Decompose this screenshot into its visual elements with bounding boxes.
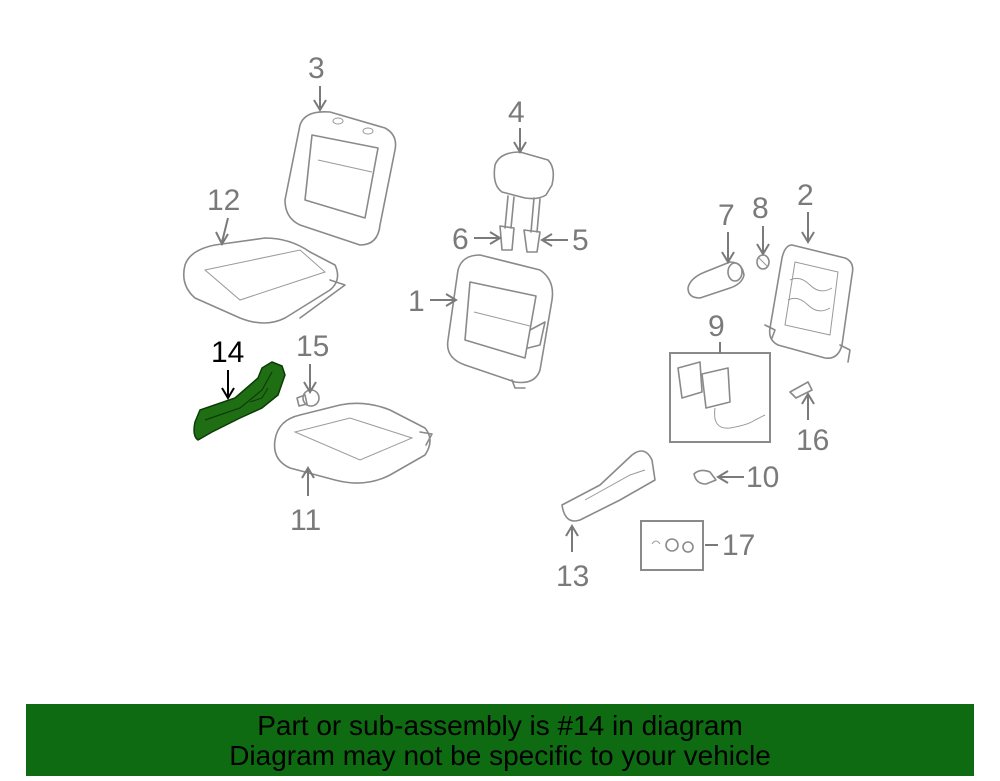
part-4-headrest[interactable] bbox=[493, 151, 555, 233]
label-3: 3 bbox=[308, 52, 325, 85]
leader-3 bbox=[313, 86, 327, 112]
leader-13 bbox=[565, 524, 579, 552]
part-11-seat-cushion[interactable] bbox=[273, 402, 433, 484]
part-1-seat-back[interactable] bbox=[446, 254, 554, 389]
label-11: 11 bbox=[290, 504, 321, 537]
part-6-headrest-guide[interactable] bbox=[499, 225, 515, 251]
part-17-box bbox=[640, 520, 704, 571]
label-9: 9 bbox=[708, 310, 725, 343]
part-7-cover[interactable] bbox=[687, 261, 745, 299]
banner-disclaimer-line: Diagram may not be specific to your vehi… bbox=[229, 740, 771, 771]
leader-6 bbox=[474, 231, 502, 245]
leader-5 bbox=[540, 233, 568, 247]
label-7: 7 bbox=[718, 199, 735, 232]
part-14-seat-trim-highlighted[interactable] bbox=[193, 361, 286, 441]
part-12-seat-cushion-cover[interactable] bbox=[182, 237, 346, 324]
part-13-side-trim[interactable] bbox=[561, 450, 656, 522]
parts-diagram: 3 12 4 6 5 1 7 bbox=[182, 52, 854, 593]
leader-14 bbox=[221, 370, 235, 400]
label-14: 14 bbox=[211, 336, 244, 369]
leader-7 bbox=[721, 232, 735, 264]
leader-8 bbox=[756, 226, 770, 256]
part-16-clip[interactable] bbox=[789, 381, 813, 399]
part-5-headrest-guide[interactable] bbox=[523, 229, 541, 253]
label-2: 2 bbox=[797, 179, 814, 212]
leader-15 bbox=[303, 364, 317, 394]
part-10-clip[interactable] bbox=[693, 469, 717, 485]
leader-1 bbox=[430, 293, 458, 307]
info-banner: Part or sub-assembly is #14 in diagram D… bbox=[26, 704, 974, 776]
part-15-bolt[interactable] bbox=[296, 389, 320, 407]
banner-part-line: Part or sub-assembly is #14 in diagram bbox=[257, 710, 743, 741]
label-8: 8 bbox=[752, 192, 769, 225]
label-6: 6 bbox=[452, 223, 469, 256]
label-1: 1 bbox=[408, 285, 425, 318]
leader-11 bbox=[301, 466, 315, 496]
part-9-switch-assembly[interactable] bbox=[677, 361, 766, 429]
label-10: 10 bbox=[746, 461, 779, 494]
leader-16 bbox=[801, 392, 815, 420]
label-13: 13 bbox=[556, 560, 589, 593]
label-4: 4 bbox=[508, 96, 525, 129]
label-17: 17 bbox=[722, 529, 755, 562]
part-8-clip[interactable] bbox=[756, 254, 770, 270]
leader-4 bbox=[513, 128, 527, 154]
leader-10 bbox=[716, 470, 744, 484]
label-16: 16 bbox=[796, 424, 829, 457]
part-3-seat-back-cover[interactable] bbox=[284, 110, 397, 246]
leader-12 bbox=[215, 217, 229, 247]
label-12: 12 bbox=[207, 184, 240, 217]
label-15: 15 bbox=[296, 330, 329, 363]
leader-2 bbox=[801, 212, 815, 244]
part-2-seat-back-frame[interactable] bbox=[764, 244, 854, 363]
part-17-hardware-kit[interactable] bbox=[651, 538, 694, 553]
label-5: 5 bbox=[572, 224, 589, 257]
